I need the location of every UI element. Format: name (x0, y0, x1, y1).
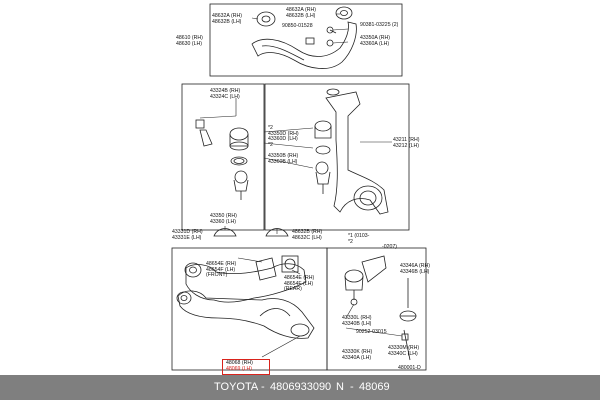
joint-kit-drawing (195, 119, 249, 200)
label-lower-cover: 43331D (RH) 43331E (LH) (172, 229, 203, 241)
label-line: 48632A (RH) (212, 13, 242, 19)
label-line: *2 (268, 141, 273, 148)
label-line: 43360 (LH) (210, 218, 236, 225)
label-knuckle: 43211 (RH) 43212 (LH) (393, 137, 420, 149)
lower-joint-drawing (344, 255, 417, 361)
label-line: -0207) (382, 244, 397, 251)
label-line: 48654E (RH) (284, 275, 315, 281)
label-line: 43330M (RH) (388, 345, 420, 351)
label-date-range: *1 (0103- *2 -0207) (348, 233, 397, 251)
label-line: 48654F (LH) (206, 266, 236, 273)
label-line: 43330L (RH) (342, 315, 372, 321)
label-page-code: 480001-D (398, 365, 421, 372)
label-lower-arm: 48068 (RH) 48069 (LH) (226, 360, 253, 372)
label-line: 43350D (RH) (268, 130, 299, 137)
footer-oem-number: 4806933090 (270, 381, 332, 393)
label-line: 43350A (RH) (360, 35, 390, 41)
ball-joint-kit-panel (181, 83, 265, 231)
label-upper-bolt: 90381-03225 (2) (360, 22, 399, 29)
label-lower-cover-2: 48632B (RH) 48632C (LH) (292, 229, 323, 241)
lower-cover-left (213, 228, 237, 237)
label-line: 43324C (LH) (210, 93, 240, 100)
label-line: 43350B (RH) (268, 153, 299, 159)
label-line: 43360B (LH) (268, 158, 298, 165)
lower-joint-panel (326, 247, 427, 371)
label-upper-nut: 90850-01528 (282, 23, 313, 30)
highlighted-part-box[interactable]: 48068 (RH) 48069 (LH) (222, 359, 270, 375)
footer-separator: - (261, 381, 265, 393)
label-upper-bushing: 48632A (RH) 48632B (LH) (212, 13, 242, 25)
label-lower-joint: 43330L (RH) 43340B (LH) (342, 315, 372, 327)
knuckle-drawing (314, 88, 389, 215)
label-line: 48632A (RH) (286, 7, 316, 13)
label-upper-ball-joint: 43350 (RH) 43360 (LH) (210, 213, 237, 225)
upper-arm-panel (209, 3, 403, 77)
label-line: 480001-D (398, 365, 421, 371)
label-line: 43340B (LH) (342, 320, 372, 327)
label-line: (FRONT) (206, 272, 228, 279)
label-line: 43331E (LH) (172, 234, 202, 241)
label-line: (REAR) (284, 286, 302, 293)
label-line: 43350 (RH) (210, 213, 237, 219)
label-line-highlighted: 48069 (LH) (226, 365, 252, 372)
lower-arm-panel (171, 247, 328, 371)
label-line: *2 (348, 238, 353, 245)
knuckle-panel (264, 83, 410, 231)
label-line: 48630 (LH) (176, 40, 202, 47)
label-line: 48654E (RH) (206, 261, 237, 267)
label-lower-joint-3: 43330M (RH) 43340C (LH) (388, 345, 420, 357)
label-line: 48610 (RH) (176, 35, 203, 41)
footer-code-label: N (336, 381, 344, 393)
label-joint-kit-2: 43350B (RH) 43360B (LH) (268, 153, 299, 165)
label-line: 43330K (RH) (342, 349, 373, 355)
label-line: 48632B (RH) (292, 229, 323, 235)
label-line: 43360D (LH) (268, 136, 298, 143)
label-lower-joint-2: 43330K (RH) 43340A (LH) (342, 349, 373, 361)
label-joint-boot: 43324B (RH) 43324C (LH) (210, 88, 241, 100)
label-front-bushing: 48654E (RH) 48654F (LH) (FRONT) (206, 261, 237, 279)
label-line: *1 (0103- (348, 233, 370, 239)
label-joint-kit: *2 43350D (RH) 43360D (LH) *2 (268, 125, 299, 148)
diagram-drawing (171, 3, 427, 371)
label-line: 43340C (LH) (388, 350, 418, 357)
label-upper-joint: 43350A (RH) 43360A (LH) (360, 35, 390, 47)
label-line: 90381-03225 (2) (360, 22, 399, 28)
footer-bar: TOYOTA - 4806933090 N - 48069 (0, 375, 600, 400)
label-line: 48654F (LH) (284, 280, 314, 287)
label-line: 43360A (LH) (360, 40, 390, 47)
label-line: 43212 (LH) (393, 142, 419, 149)
footer-brand: TOYOTA (214, 381, 259, 393)
label-line: 43346B (LH) (400, 268, 430, 275)
upper-arm-drawing (251, 6, 357, 69)
label-line: 90252-03015 (356, 329, 387, 335)
label-upper-arm: 48610 (RH) 48630 (LH) (176, 35, 203, 47)
label-line: 43331D (RH) (172, 229, 203, 235)
label-upper-bushing-2: 48632A (RH) 48632B (LH) (286, 7, 316, 19)
label-rear-bushing: 48654E (RH) 48654F (LH) (REAR) (284, 275, 315, 293)
leader-lines (199, 13, 403, 358)
label-line: 48068 (RH) (226, 360, 253, 366)
label-line: *2 (268, 125, 273, 131)
label-lower-bolt: 90252-03015 (356, 329, 387, 336)
label-line: 43211 (RH) (393, 137, 420, 143)
footer-separator: - (350, 381, 354, 393)
label-line: 48632C (LH) (292, 234, 322, 241)
label-line: 48632B (LH) (212, 18, 242, 25)
label-line: 43340A (LH) (342, 354, 372, 361)
label-line: 48632B (LH) (286, 12, 316, 19)
label-line: 43346A (RH) (400, 263, 430, 269)
footer-part-code: 48069 (359, 381, 390, 393)
label-steering-arm: 43346A (RH) 43346B (LH) (400, 263, 430, 275)
label-line: 43324B (RH) (210, 88, 241, 94)
lower-cover-right (265, 228, 289, 237)
label-line: 90850-01528 (282, 23, 313, 29)
lower-arm-drawing (176, 255, 315, 339)
